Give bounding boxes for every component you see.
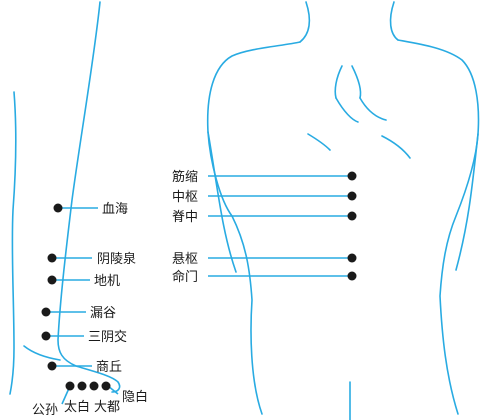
leg-outline-left bbox=[9, 91, 17, 395]
jizhong-dot bbox=[347, 211, 357, 221]
leg-outline-right bbox=[57, 1, 121, 393]
diji-label: 地机 bbox=[94, 274, 120, 289]
rib-right bbox=[381, 135, 411, 159]
rib-left bbox=[307, 133, 331, 151]
dadu-label: 大都 bbox=[94, 400, 120, 415]
sanyinjiao-dot bbox=[41, 331, 51, 341]
back-labels: 筋缩 中枢 脊中 悬枢 命门 bbox=[172, 169, 198, 285]
shangqiu-dot bbox=[47, 361, 57, 371]
zhongshu-label: 中枢 bbox=[172, 190, 198, 205]
mingmen-label: 命门 bbox=[172, 269, 198, 285]
leg-dots bbox=[41, 203, 111, 391]
xuanshu-label: 悬枢 bbox=[172, 252, 198, 267]
yinbai-dot bbox=[101, 381, 111, 391]
leg-labels: 血海 阴陵泉 地机 漏谷 三阴交 商丘 隐白 公孙 太白 大都 bbox=[32, 202, 148, 418]
lougu-label: 漏谷 bbox=[90, 305, 116, 321]
yinlingquan-label: 阴陵泉 bbox=[97, 251, 136, 267]
taibai-label: 太白 bbox=[64, 399, 90, 415]
scapula-left bbox=[334, 65, 343, 99]
jinsuo-label: 筋缩 bbox=[172, 169, 198, 185]
sanyinjiao-label: 三阴交 bbox=[88, 329, 127, 345]
xuanshu-dot bbox=[347, 253, 357, 263]
shangqiu-label: 商丘 bbox=[96, 360, 122, 375]
body-outline bbox=[9, 1, 480, 420]
jinsuo-dot bbox=[347, 171, 357, 181]
neck-left bbox=[299, 1, 311, 43]
dadu-dot bbox=[89, 381, 99, 391]
xuehai-label: 血海 bbox=[102, 202, 128, 217]
leg-inner-line bbox=[23, 345, 61, 361]
arm-right bbox=[455, 133, 479, 271]
xuehai-dot bbox=[53, 203, 63, 213]
yinbai-label: 隐白 bbox=[122, 389, 148, 405]
yinlingquan-dot bbox=[47, 253, 57, 263]
scapula-right-lower bbox=[359, 97, 387, 121]
back-leaders bbox=[208, 175, 352, 277]
scapula-right bbox=[351, 65, 362, 99]
back-dots bbox=[347, 171, 357, 281]
lougu-dot bbox=[41, 307, 51, 317]
zhongshu-dot bbox=[347, 191, 357, 201]
scapula-left-lower bbox=[335, 97, 359, 123]
leg-leaders bbox=[46, 207, 119, 405]
taibai-dot bbox=[77, 381, 87, 391]
torso-left bbox=[206, 41, 301, 415]
diji-dot bbox=[47, 275, 57, 285]
torso-right bbox=[397, 39, 480, 415]
neck-right bbox=[389, 1, 399, 41]
mingmen-dot bbox=[347, 271, 357, 281]
gongsun-label: 公孙 bbox=[32, 403, 58, 418]
gongsun-dot bbox=[65, 381, 75, 391]
arm-left bbox=[207, 131, 237, 273]
jizhong-label: 脊中 bbox=[172, 210, 198, 225]
